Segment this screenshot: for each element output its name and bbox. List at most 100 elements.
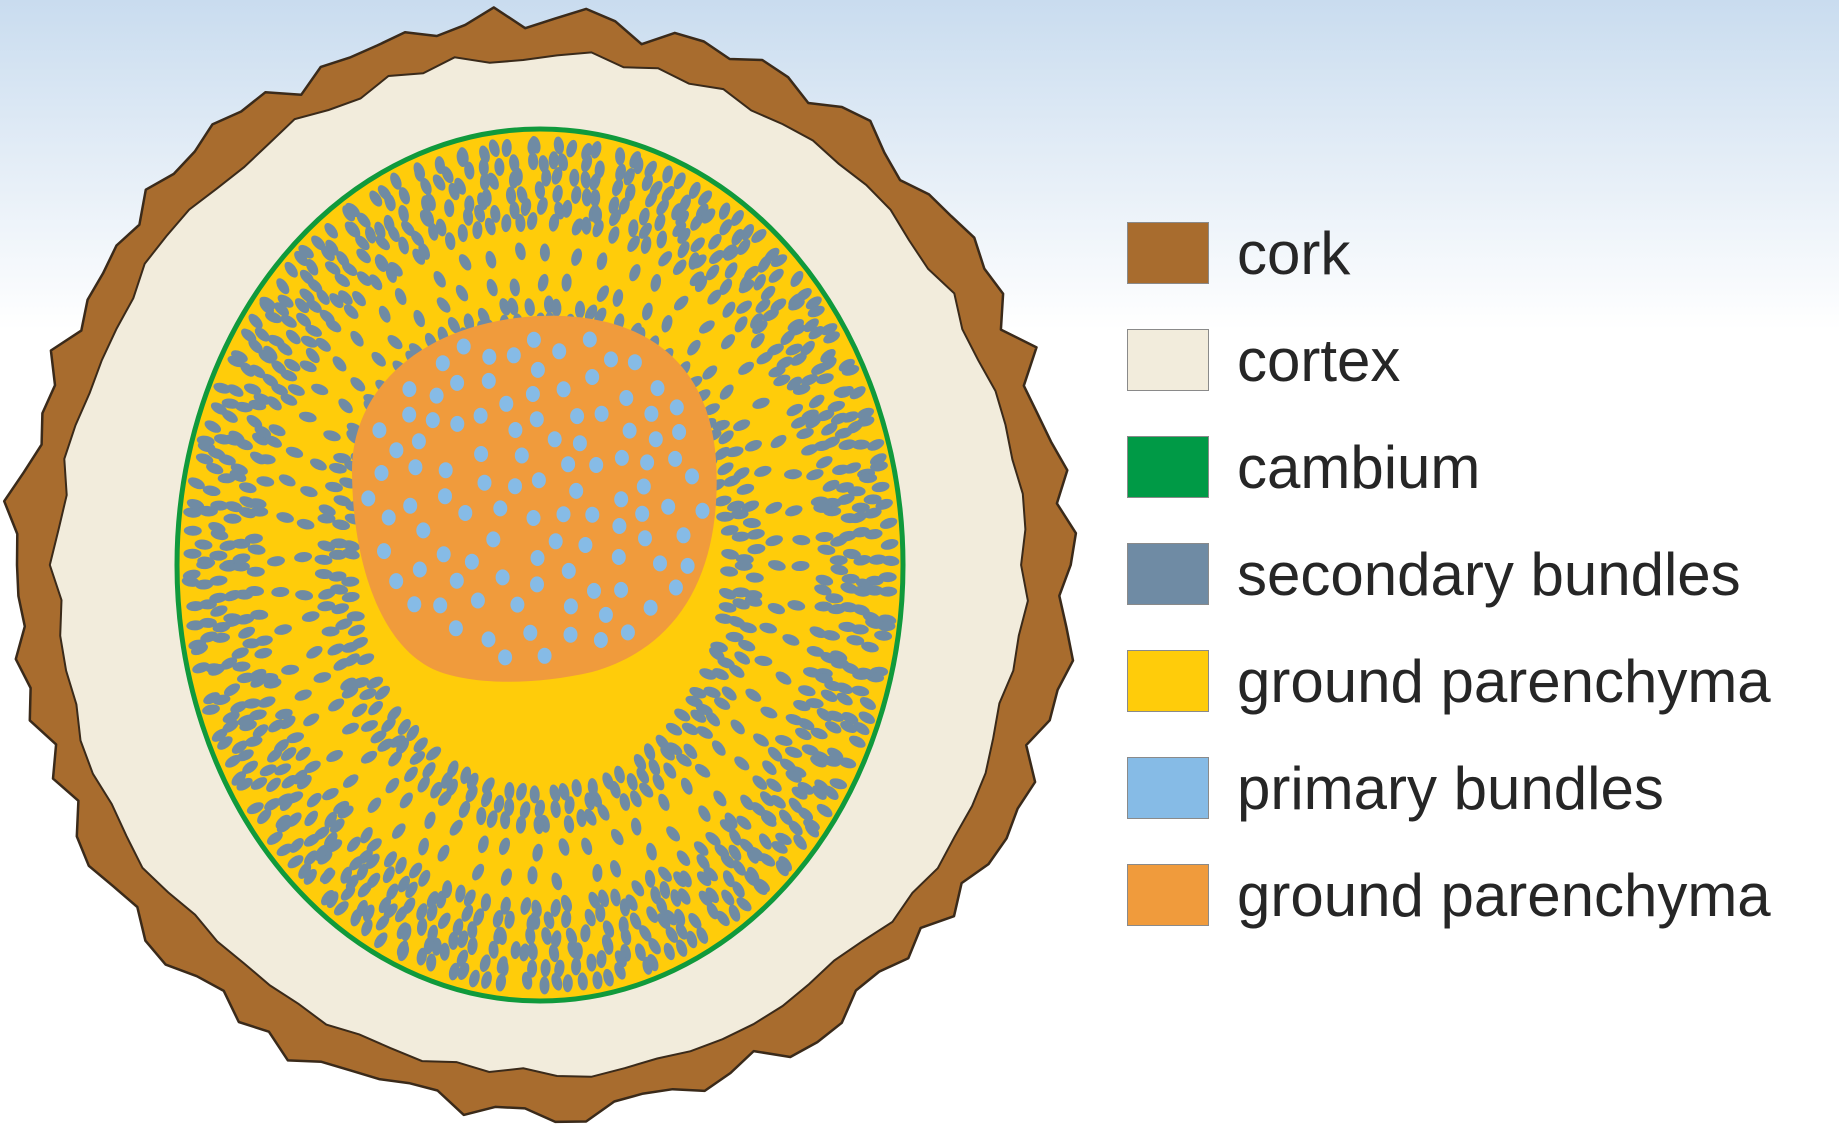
primary-bundle: [595, 406, 609, 422]
legend-label-cambium: cambium: [1237, 436, 1480, 500]
primary-bundle: [635, 506, 649, 522]
primary-bundle: [474, 408, 488, 424]
legend-label-ground-parenchyma-outer: ground parenchyma: [1237, 650, 1771, 714]
primary-bundle: [578, 537, 592, 553]
primary-bundle: [430, 388, 444, 404]
primary-bundle: [585, 507, 599, 523]
primary-bundle: [450, 375, 464, 391]
primary-bundle: [389, 442, 403, 458]
primary-bundle: [474, 446, 488, 462]
primary-bundle: [672, 424, 686, 440]
primary-bundle: [628, 354, 642, 370]
primary-bundle: [510, 597, 524, 613]
primary-bundle: [482, 349, 496, 365]
primary-bundle: [637, 479, 651, 495]
primary-bundle: [661, 499, 675, 515]
primary-bundle: [562, 563, 576, 579]
primary-bundle: [669, 580, 683, 596]
primary-bundle: [530, 576, 544, 592]
primary-bundle: [437, 546, 451, 562]
legend-label-primary-bundles: primary bundles: [1237, 757, 1664, 821]
primary-bundle: [619, 390, 633, 406]
primary-bundle: [482, 373, 496, 389]
primary-bundle: [372, 422, 386, 438]
primary-bundle: [653, 555, 667, 571]
primary-bundle: [612, 518, 626, 534]
primary-bundle: [498, 649, 512, 665]
primary-bundle: [615, 450, 629, 466]
primary-bundle: [382, 510, 396, 526]
primary-bundle: [649, 431, 663, 447]
primary-bundle: [583, 332, 597, 348]
legend-item-primary-bundles: primary bundles: [1127, 757, 1827, 821]
primary-bundle: [465, 554, 479, 570]
primary-bundle: [402, 407, 416, 423]
legend-swatch-cork: [1127, 222, 1209, 284]
legend-swatch-cambium: [1127, 436, 1209, 498]
primary-bundle: [604, 351, 618, 367]
primary-bundle: [515, 448, 529, 464]
primary-bundle: [433, 597, 447, 613]
primary-bundle: [458, 505, 472, 521]
primary-bundle: [361, 490, 375, 506]
primary-bundle: [696, 503, 710, 519]
primary-bundle: [564, 627, 578, 643]
primary-bundle: [426, 412, 440, 428]
primary-bundle: [377, 543, 391, 559]
primary-bundle: [526, 386, 540, 402]
primary-bundle: [570, 408, 584, 424]
legend-item-cambium: cambium: [1127, 436, 1827, 500]
primary-bundle: [552, 343, 566, 359]
primary-bundle: [389, 573, 403, 589]
primary-bundle: [573, 435, 587, 451]
legend-label-cork: cork: [1237, 222, 1350, 286]
primary-bundle: [531, 550, 545, 566]
legend-swatch-ground-parenchyma-pith: [1127, 864, 1209, 926]
primary-bundle: [531, 362, 545, 378]
primary-bundle: [457, 339, 471, 355]
primary-bundle: [499, 396, 513, 412]
primary-bundle: [549, 533, 563, 549]
primary-bundle: [670, 399, 684, 415]
primary-bundle: [478, 475, 492, 491]
primary-bundle: [482, 631, 496, 647]
primary-bundle: [621, 624, 635, 640]
secondary-bundle: [247, 567, 265, 577]
primary-bundle: [564, 598, 578, 614]
primary-bundle: [612, 549, 626, 565]
primary-bundle: [638, 530, 652, 546]
primary-bundle: [471, 593, 485, 609]
primary-bundle: [651, 380, 665, 396]
legend-label-cortex: cortex: [1237, 329, 1400, 393]
legend-swatch-ground-parenchyma-outer: [1127, 650, 1209, 712]
primary-bundle: [413, 562, 427, 578]
primary-bundle: [668, 451, 682, 467]
primary-bundle: [493, 500, 507, 516]
legend-item-ground-parenchyma-pith: ground parenchyma: [1127, 864, 1827, 928]
primary-bundle: [614, 491, 628, 507]
primary-bundle: [486, 531, 500, 547]
primary-bundle: [523, 625, 537, 641]
primary-bundle: [407, 596, 421, 612]
legend-item-cork: cork: [1127, 222, 1827, 286]
primary-bundle: [507, 347, 521, 363]
primary-bundle: [532, 472, 546, 488]
legend-swatch-primary-bundles: [1127, 757, 1209, 819]
legend-item-ground-parenchyma-outer: ground parenchyma: [1127, 650, 1827, 714]
legend-item-cortex: cortex: [1127, 329, 1827, 393]
primary-bundle: [412, 433, 426, 449]
legend-swatch-secondary-bundles: [1127, 543, 1209, 605]
primary-bundle: [439, 462, 453, 478]
primary-bundle: [677, 527, 691, 543]
primary-bundle: [530, 411, 544, 427]
primary-bundle: [527, 332, 541, 348]
primary-bundle: [644, 600, 658, 616]
legend-label-ground-parenchyma-pith: ground parenchyma: [1237, 864, 1771, 928]
primary-bundle: [685, 468, 699, 484]
primary-bundle: [548, 431, 562, 447]
secondary-bundle: [347, 611, 365, 621]
secondary-bundle: [830, 555, 848, 565]
legend-swatch-cortex: [1127, 329, 1209, 391]
primary-bundle: [450, 416, 464, 432]
primary-bundle: [508, 422, 522, 438]
